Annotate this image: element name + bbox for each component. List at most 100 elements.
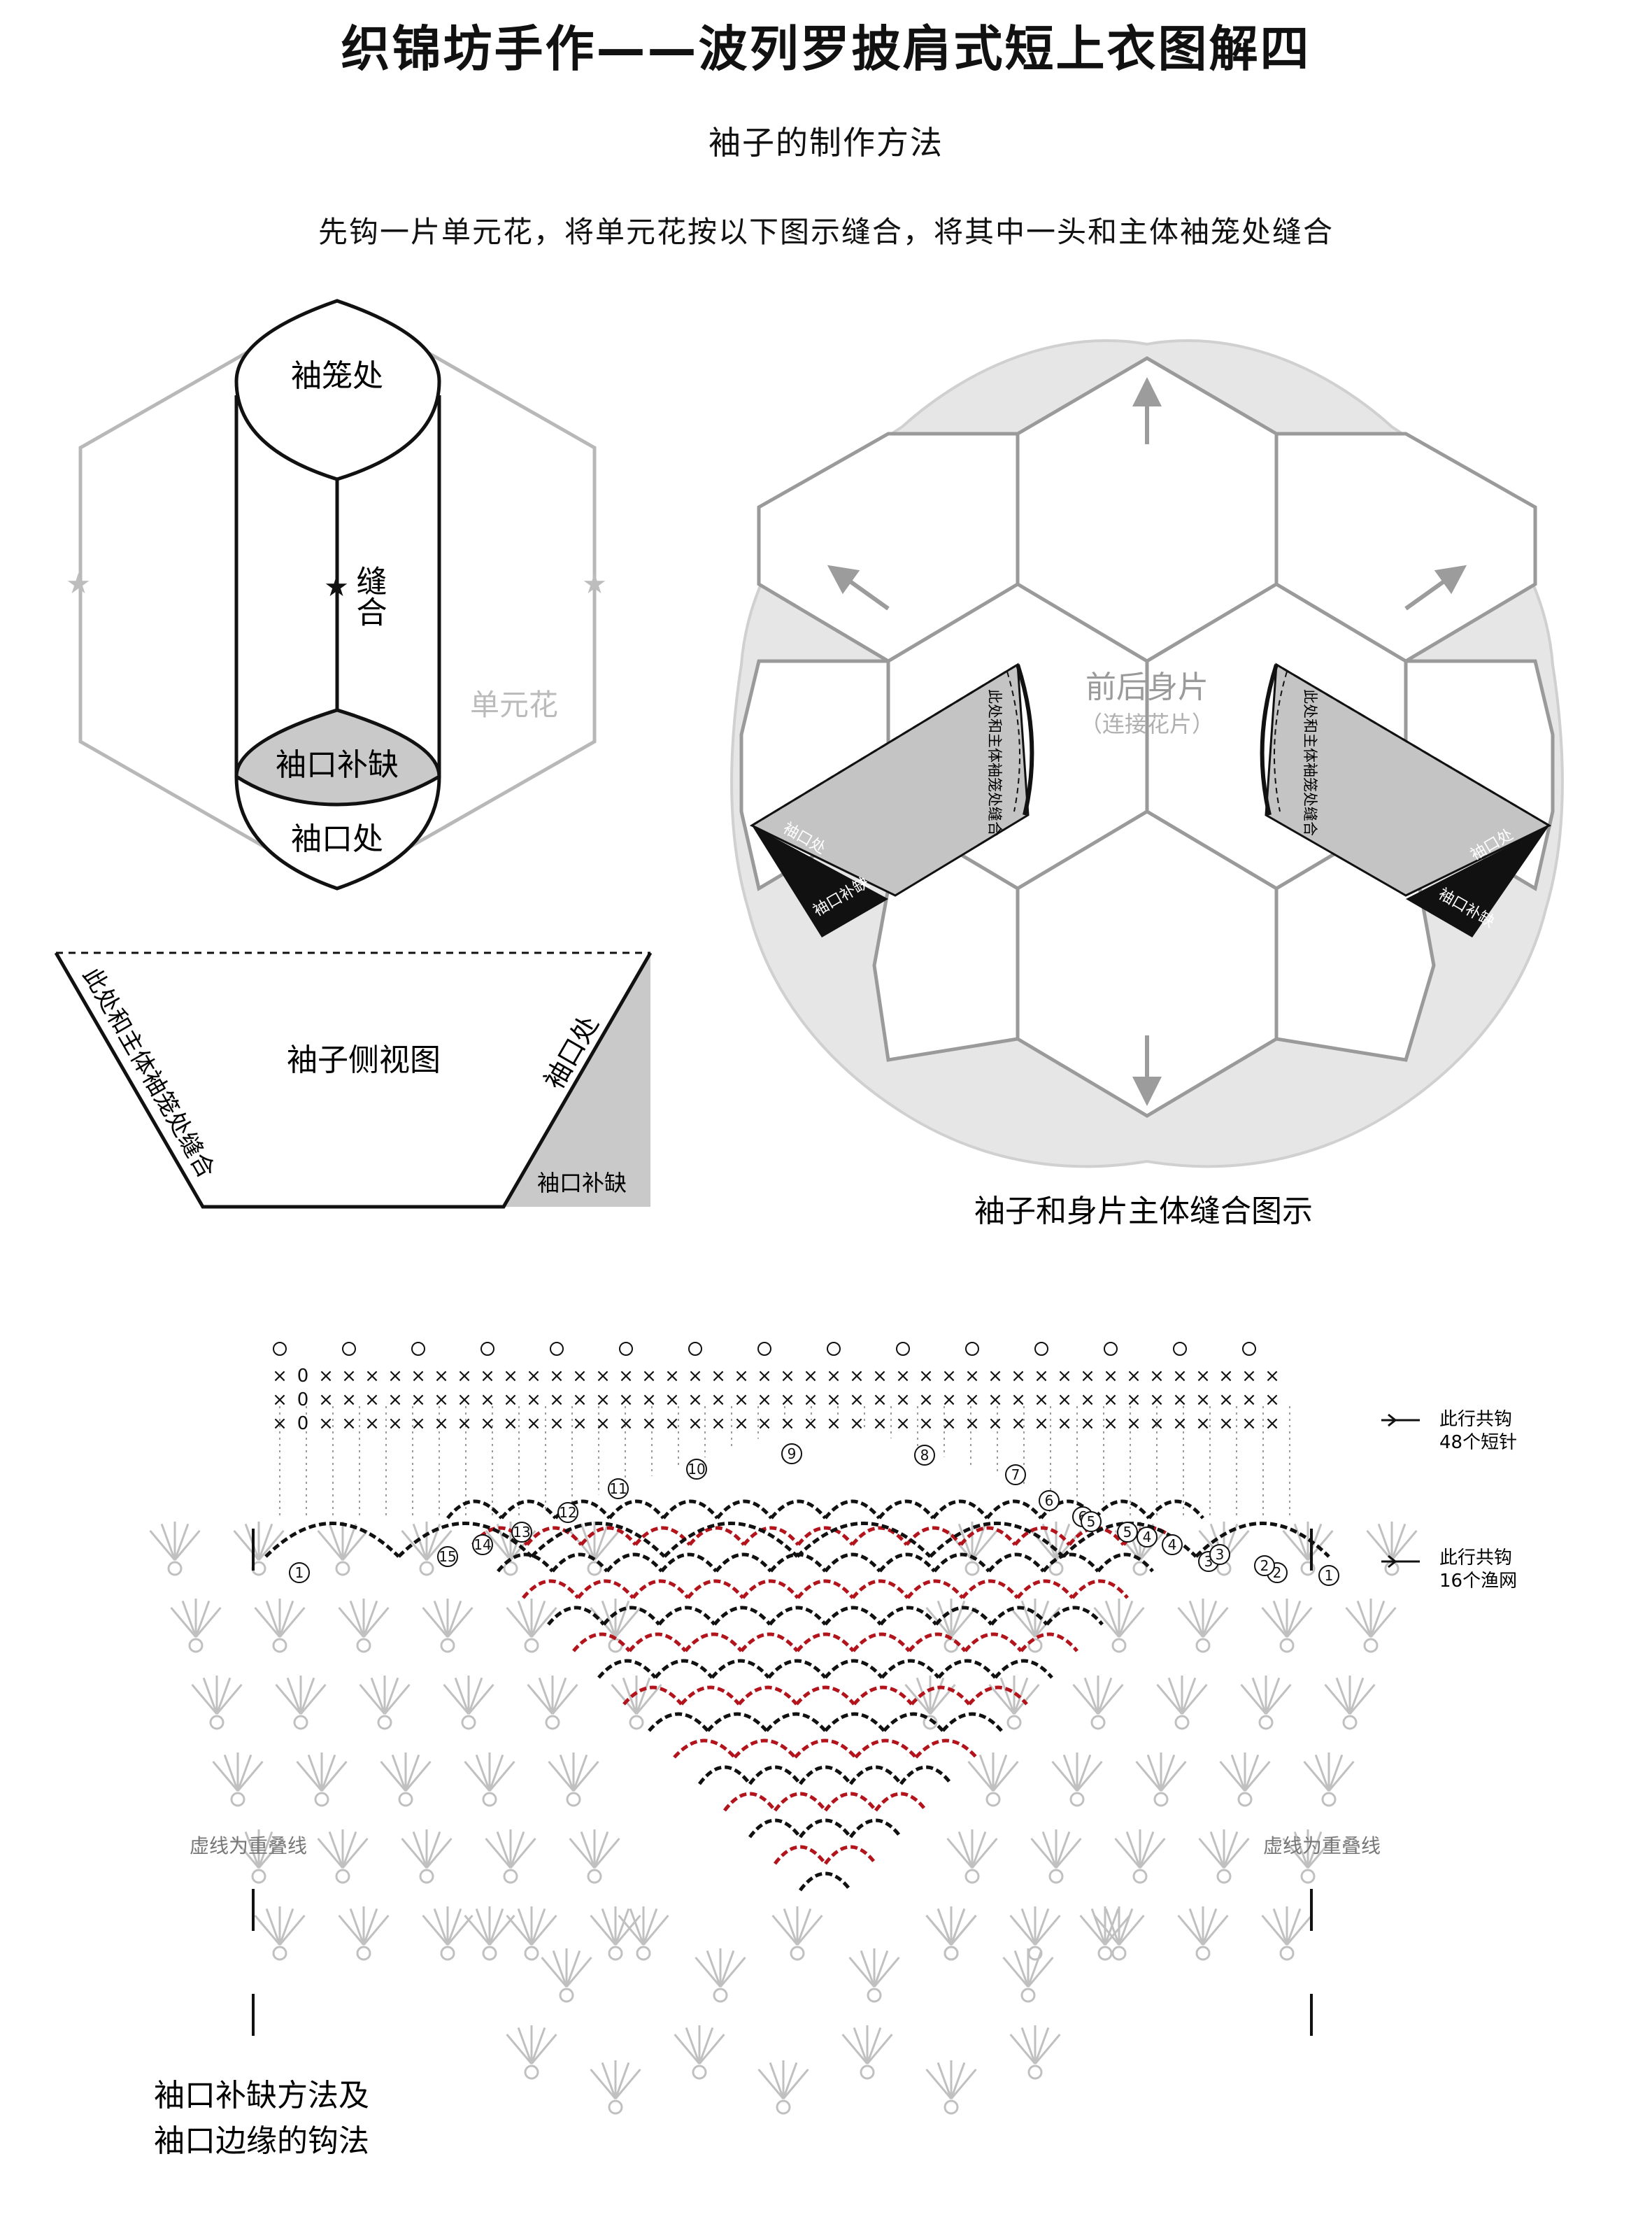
row-number-badge: [1005, 1464, 1026, 1485]
stitch-symbol: ×: [595, 1413, 611, 1434]
chain-arch: [597, 1659, 657, 1679]
chain-arch: [854, 1738, 918, 1759]
stitch-symbol: ×: [941, 1413, 957, 1434]
grey-stitch: [783, 1908, 799, 1946]
grey-stitch: [1118, 1908, 1134, 1946]
stitch-symbol: ×: [1195, 1366, 1211, 1387]
picot-icon: [1034, 1342, 1048, 1356]
stitch-symbol: ×: [457, 1389, 472, 1410]
chain-arch: [769, 1499, 827, 1520]
stitch-symbol: ×: [918, 1413, 934, 1434]
grey-stitch: [698, 2027, 714, 2064]
grey-stitch: [873, 1956, 900, 1988]
grey-stitch: [590, 1914, 617, 1946]
grey-stitch: [1335, 1677, 1351, 1715]
grey-picot: [1132, 1869, 1148, 1884]
grey-stitch: [1348, 1683, 1376, 1715]
dashed-note-right: 虚线为重叠线: [1263, 1834, 1381, 1857]
chain-arch: [660, 1552, 718, 1573]
stitch-symbol: ×: [941, 1366, 957, 1387]
grey-picot: [440, 1638, 455, 1653]
row-number: 5: [1087, 1513, 1096, 1530]
grey-stitch: [1118, 1600, 1134, 1638]
grey-stitch: [485, 1529, 512, 1561]
grey-stitch: [950, 2068, 977, 2099]
grey-stitch: [475, 1908, 491, 1946]
grey-stitch: [338, 1914, 365, 1946]
chain-arch: [933, 1552, 990, 1573]
grey-stitch: [338, 1606, 365, 1638]
chain-arch: [937, 1659, 997, 1679]
grey-stitch: [771, 1914, 799, 1946]
side-view-title: 袖子侧视图: [287, 1042, 441, 1078]
row-number: 11: [609, 1480, 627, 1497]
grey-stitch: [233, 1837, 260, 1869]
grey-stitch: [551, 1677, 567, 1715]
grey-stitch: [1013, 1950, 1030, 1988]
star-icon: ★: [66, 568, 91, 600]
stitch-symbol: ×: [364, 1366, 380, 1387]
grey-stitch: [488, 1754, 504, 1792]
grey-stitch: [1202, 1914, 1229, 1946]
chain-arch: [657, 1606, 716, 1626]
chain-arch: [849, 1818, 902, 1839]
chain-arch: [525, 1526, 583, 1546]
stitch-symbol: ×: [988, 1389, 1003, 1410]
grey-stitch: [853, 2027, 869, 2064]
grey-stitch: [341, 1837, 369, 1869]
stitch-symbol: ×: [434, 1366, 449, 1387]
grey-stitch: [992, 1754, 1008, 1792]
grey-stitch: [957, 1831, 974, 1869]
grey-stitch: [1202, 1908, 1218, 1946]
chain-arch: [883, 1712, 944, 1732]
grey-stitch: [265, 1600, 281, 1638]
grey-stitch: [1272, 1600, 1288, 1638]
grey-stitch: [404, 1754, 420, 1792]
stitch-symbol: ×: [688, 1366, 703, 1387]
chain-arch: [990, 1606, 1048, 1626]
grey-stitch: [572, 1754, 588, 1792]
grey-stitch: [383, 1677, 399, 1715]
grey-stitch: [517, 1908, 533, 1946]
row-number-badge: [781, 1443, 802, 1464]
grey-picot: [440, 1946, 455, 1961]
grey-picot: [482, 1946, 497, 1961]
chain-arch: [698, 1765, 751, 1785]
grey-stitch: [946, 1837, 974, 1869]
grey-stitch: [551, 1683, 578, 1715]
grey-stitch: [642, 1908, 658, 1946]
right-sleeve-curve: [1260, 664, 1279, 816]
stitch-symbol: ×: [1149, 1389, 1165, 1410]
grey-picot: [1090, 1715, 1106, 1730]
grey-picot: [293, 1715, 308, 1730]
chain-arch: [632, 1579, 690, 1599]
row-number: 2: [1273, 1564, 1282, 1581]
stitch-symbol: ×: [757, 1389, 772, 1410]
chain-arch: [740, 1632, 799, 1652]
grey-stitch: [1369, 1606, 1397, 1638]
chain-arch: [742, 1526, 800, 1546]
grey-stitch: [1282, 1837, 1309, 1869]
stitch-symbol: ×: [1034, 1413, 1049, 1434]
stitch-symbol: ×: [688, 1413, 703, 1434]
grey-stitch: [446, 1606, 473, 1638]
row-number: 4: [1168, 1536, 1177, 1553]
chain-arch: [684, 1632, 743, 1652]
grey-stitch: [590, 2068, 617, 2099]
stitch-symbol: ×: [849, 1366, 864, 1387]
chain-arch: [967, 1685, 1028, 1706]
stitch-symbol: ×: [1265, 1413, 1280, 1434]
tube-cuff-label: 袖口处: [291, 821, 383, 857]
grey-picot: [1363, 1638, 1379, 1653]
chain-arch: [1045, 1606, 1104, 1626]
stitch-symbol: ×: [1057, 1389, 1072, 1410]
stitch-symbol: ×: [734, 1366, 749, 1387]
row-number: 14: [473, 1536, 491, 1553]
grey-stitch: [1027, 1950, 1043, 1988]
grey-stitch: [257, 1523, 273, 1561]
chain-arch: [622, 1685, 683, 1706]
grey-picot: [1132, 1561, 1148, 1576]
assembly-diagram: [730, 339, 1564, 1168]
grey-stitch: [275, 1683, 302, 1715]
stitch-symbol: ×: [1126, 1366, 1141, 1387]
